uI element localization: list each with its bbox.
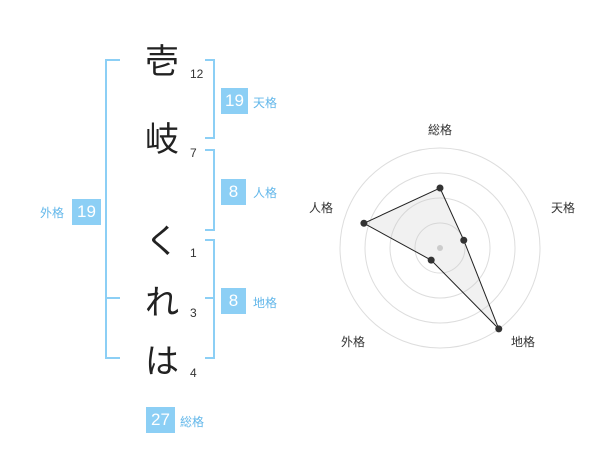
radar-ring-3 [364, 172, 516, 324]
gaikaku-label: 外格 [40, 206, 65, 220]
jinkaku-badge: 8 [221, 179, 246, 205]
chikaku-badge: 8 [221, 288, 246, 314]
radar-point-1 [436, 184, 444, 192]
chikaku-label: 地格 [253, 296, 278, 310]
name-char-1: 壱 [145, 42, 179, 82]
stroke-count-5: 4 [190, 366, 197, 380]
radar-point-3 [495, 325, 503, 333]
name-char-4: れ [145, 283, 179, 323]
radar-point-5 [360, 219, 368, 227]
stroke-count-3: 1 [190, 246, 197, 260]
radar-point-4 [427, 256, 435, 264]
radar-label-chikaku: 地格 [511, 335, 536, 349]
radar-ring-1 [414, 222, 466, 274]
name-char-2: 岐 [145, 120, 179, 160]
soukaku-badge: 27 [146, 407, 175, 433]
stroke-count-2: 7 [190, 146, 197, 160]
name-char-5: は [145, 342, 179, 382]
radar-label-gaikaku: 外格 [341, 335, 366, 349]
stroke-count-1: 12 [190, 67, 204, 81]
name-char-3: く [145, 222, 179, 262]
radar-point-2 [460, 236, 468, 244]
gaikaku-badge: 19 [72, 199, 101, 225]
tenkaku-badge: 19 [221, 88, 248, 114]
gaikaku-bracket [105, 59, 120, 359]
radar-label-jinkaku: 人格 [309, 201, 334, 215]
tenkaku-label: 天格 [253, 96, 278, 110]
soukaku-label: 総格 [180, 415, 205, 429]
radar-label-soukaku: 総格 [428, 123, 453, 137]
stroke-count-4: 3 [190, 306, 197, 320]
radar-center-dot [437, 245, 443, 251]
tenkaku-bracket [205, 59, 215, 139]
radar-label-tenkaku: 天格 [551, 201, 576, 215]
radar-ring-4 [339, 147, 541, 349]
radar-ring-2 [389, 197, 491, 299]
jinkaku-bracket [205, 149, 215, 231]
jinkaku-label: 人格 [253, 186, 278, 200]
